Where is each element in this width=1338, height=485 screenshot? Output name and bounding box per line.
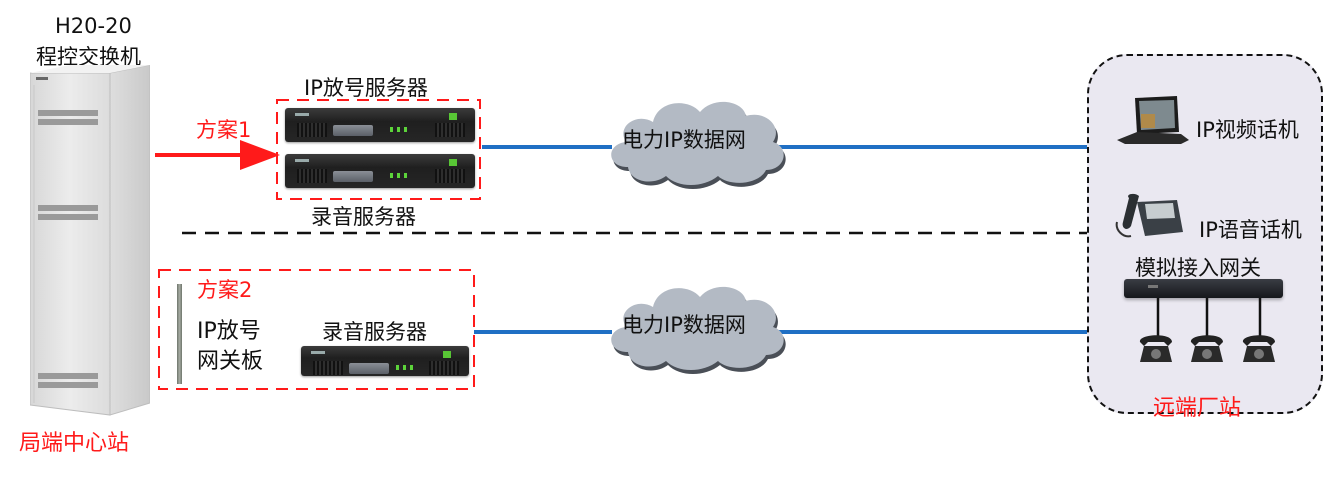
ip-number-server-label: IP放号服务器 bbox=[304, 76, 428, 100]
analog-gateway-icon bbox=[1124, 279, 1283, 298]
ip-video-phone-label: IP视频话机 bbox=[1196, 118, 1299, 142]
analog-phone-icon bbox=[1242, 335, 1275, 362]
analog-phone-icon bbox=[1190, 335, 1223, 362]
analog-phone-icon bbox=[1139, 335, 1172, 362]
ip-voice-phone-label: IP语音话机 bbox=[1199, 218, 1302, 242]
cloud-icon bbox=[611, 101, 786, 189]
scheme2-recording-server-icon bbox=[301, 346, 469, 376]
ip-number-server-icon bbox=[285, 108, 475, 142]
ip-video-phone-icon bbox=[1117, 96, 1189, 144]
analog-gateway-label: 模拟接入网关 bbox=[1135, 256, 1261, 280]
scheme2-label: 方案2 bbox=[197, 278, 253, 302]
network1-label: 电力IP数据网 bbox=[622, 128, 746, 152]
recording-server-icon bbox=[285, 154, 475, 188]
switch-cabinet-icon bbox=[30, 65, 150, 416]
network2-label: 电力IP数据网 bbox=[622, 313, 746, 337]
scheme2-dashed-box bbox=[158, 269, 475, 390]
scheme2-recording-server-label: 录音服务器 bbox=[322, 320, 427, 344]
remote-station-label: 远端厂站 bbox=[1153, 396, 1242, 421]
switch-model-label: H20-20 bbox=[55, 14, 132, 38]
central-station-label: 局端中心站 bbox=[19, 431, 130, 456]
analog-phones-group bbox=[1139, 298, 1275, 362]
gateway-board-label-line2: 网关板 bbox=[197, 349, 264, 374]
gateway-board-label-line1: IP放号 bbox=[197, 319, 261, 344]
ip-voice-phone-icon bbox=[1115, 193, 1183, 238]
scheme1-label: 方案1 bbox=[196, 118, 252, 142]
recording-server-label: 录音服务器 bbox=[311, 205, 416, 229]
cloud-icon bbox=[611, 286, 786, 374]
scheme1-dashed-box bbox=[276, 99, 481, 200]
gateway-board-icon bbox=[177, 284, 182, 384]
scheme1-arrow-head bbox=[240, 140, 280, 170]
